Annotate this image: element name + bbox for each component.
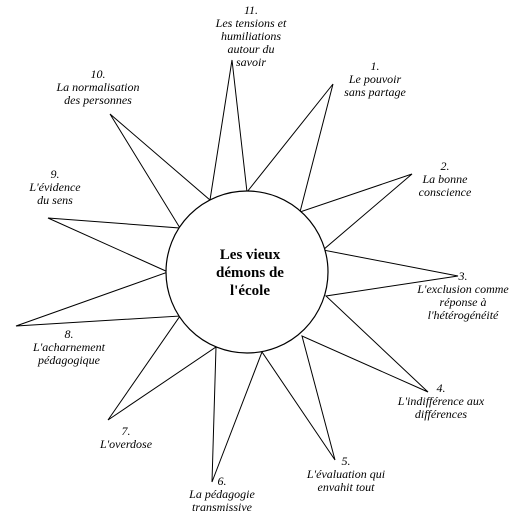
center-title: Les vieux démons de l'école [175, 246, 325, 300]
center-title-line-1: Les vieux [219, 247, 281, 263]
ray-label-4: 4. L'indifférence aux différences [397, 381, 485, 421]
ray-label-7: 7. L'overdose [99, 424, 153, 451]
ray-label-6: 6. La pédagogie transmissive [189, 474, 255, 514]
ray-label-5: 5. L'évaluation qui envahit tout [306, 454, 386, 494]
ray-label-8: 8. L'acharnement pédagogique [33, 327, 105, 367]
ray-label-1: 1. Le pouvoir sans partage [344, 59, 406, 99]
ray-label-3: 3. L'exclusion comme réponse à l'hétérog… [417, 269, 509, 322]
ray-label-11: 11. Les tensions et humiliations autour … [215, 3, 287, 69]
center-title-line-3: l'école [230, 283, 270, 299]
center-circle [165, 190, 329, 354]
ray-label-10: 10. La normalisation des personnes [56, 67, 140, 107]
ray-label-9: 9. L'évidence du sens [29, 167, 81, 207]
ray-label-2: 2. La bonne conscience [418, 159, 472, 199]
center-title-line-2: démons de [216, 265, 284, 281]
